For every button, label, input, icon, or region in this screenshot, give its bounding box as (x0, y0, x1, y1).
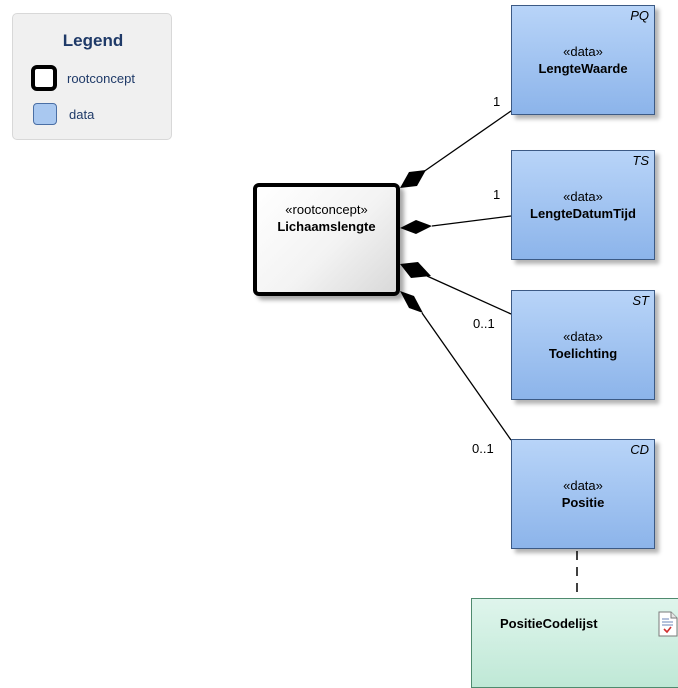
node-stereotype: «data» (563, 44, 603, 59)
multiplicity-lengtewaarde: 1 (493, 94, 501, 109)
connector-lengtewaarde (415, 110, 512, 178)
node-name: LengteWaarde (538, 61, 628, 76)
connector-lengtedatumtijd (431, 215, 512, 227)
data-node-lengtewaarde[interactable]: PQ «data» LengteWaarde (511, 5, 655, 115)
composition-diamond-icon (400, 291, 423, 313)
datatype-label: CD (630, 442, 649, 457)
node-name: PositieCodelijst (500, 616, 598, 631)
node-stereotype: «rootconcept» (285, 202, 368, 217)
legend: Legend rootconcept data (12, 13, 172, 140)
legend-title: Legend (62, 31, 124, 50)
node-stereotype: «data» (563, 478, 603, 493)
node-stereotype: «data» (563, 329, 603, 344)
legend-label: rootconcept (67, 70, 135, 86)
composition-diamond-icon (400, 262, 431, 278)
data-node-positie[interactable]: CD «data» Positie (511, 439, 655, 549)
connector-positie (421, 312, 512, 441)
node-name: Toelichting (548, 346, 618, 361)
multiplicity-positie: 0..1 (472, 441, 494, 456)
datatype-label: TS (632, 153, 649, 168)
document-icon (658, 611, 678, 637)
connector-layer (400, 110, 578, 598)
rootconcept-lichaamslengte[interactable]: «rootconcept» Lichaamslengte (253, 183, 400, 296)
datatype-label: ST (632, 293, 649, 308)
datatype-label: PQ (630, 8, 649, 23)
connector-toelichting (426, 275, 512, 315)
node-name: Lichaamslengte (277, 219, 376, 234)
multiplicity-lengtedatumtijd: 1 (493, 187, 501, 202)
data-swatch-icon (33, 103, 57, 125)
data-node-toelichting[interactable]: ST «data» Toelichting (511, 290, 655, 400)
rootconcept-swatch-icon (31, 65, 57, 91)
codelist-positiecodelijst[interactable]: PositieCodelijst (471, 598, 678, 688)
composition-diamond-icon (400, 220, 432, 234)
node-name: Positie (561, 495, 605, 510)
composition-diamond-icon (400, 170, 426, 188)
legend-label: data (69, 106, 95, 122)
data-node-lengtedatumtijd[interactable]: TS «data» LengteDatumTijd (511, 150, 655, 260)
node-stereotype: «data» (563, 189, 603, 204)
multiplicity-toelichting: 0..1 (473, 316, 495, 331)
legend-item-data: data (31, 103, 94, 125)
node-name: LengteDatumTijd (530, 206, 636, 221)
legend-item-rootconcept: rootconcept (31, 65, 135, 91)
